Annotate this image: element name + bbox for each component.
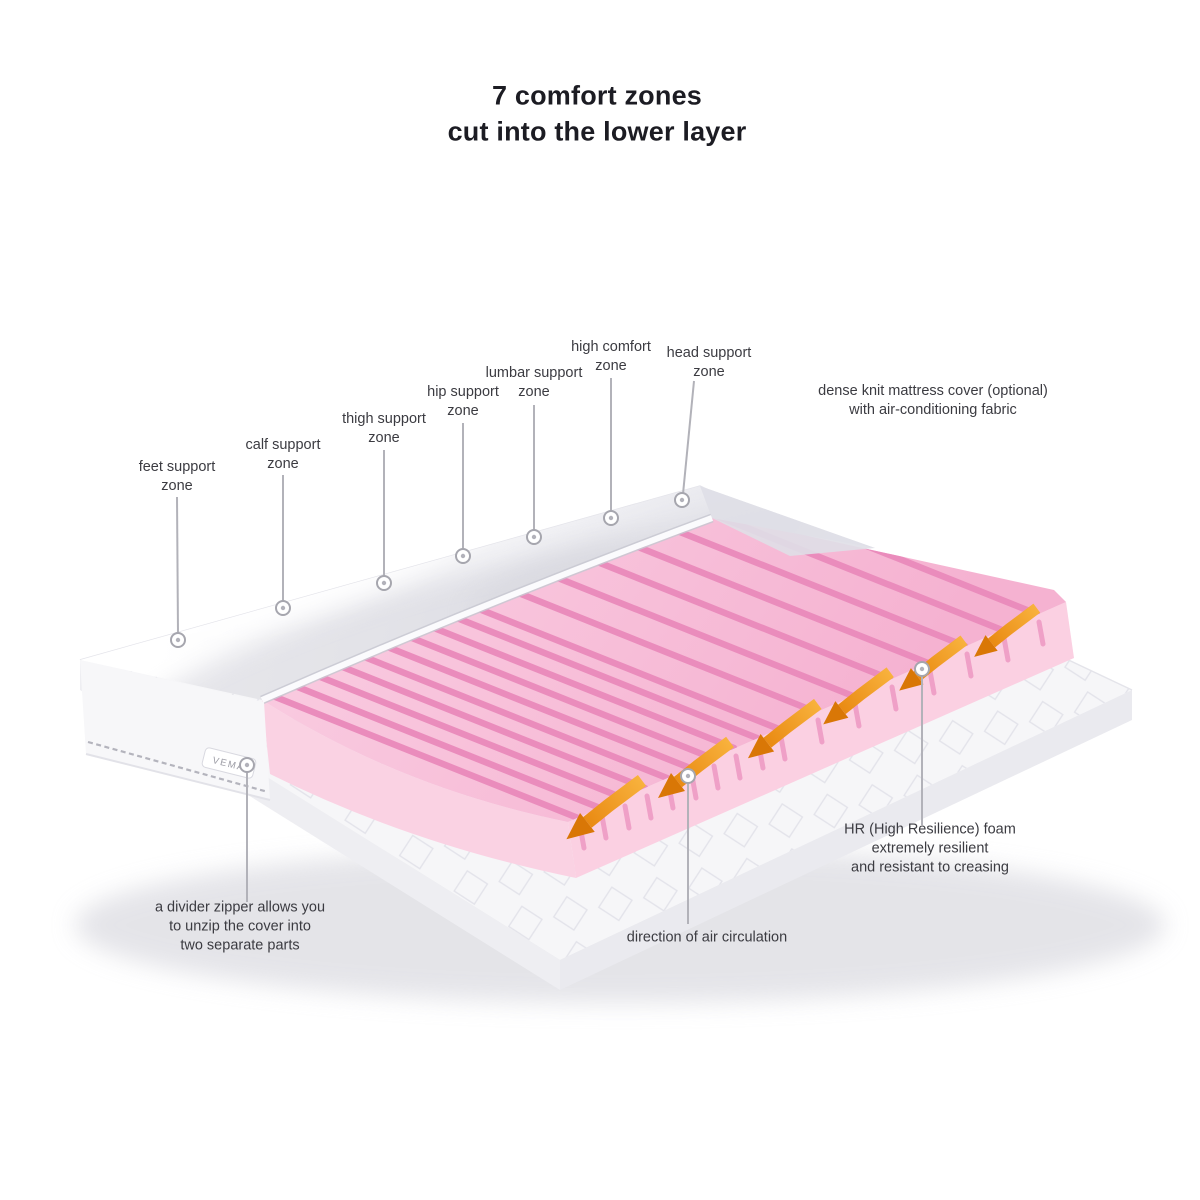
pins (170, 492, 930, 784)
cover-hem (260, 515, 714, 703)
pin-lumbar-zone (526, 529, 542, 545)
label-thigh-support-zone: thigh support zone (342, 410, 426, 446)
label-head-support-zone: head support zone (666, 344, 752, 380)
pin-air-circulation (680, 768, 696, 784)
label-mattress-cover: dense knit mattress cover (optional) wit… (818, 382, 1048, 418)
pin-zipper (239, 757, 255, 773)
zipper-line (87, 740, 269, 794)
base-front-face (560, 690, 1132, 990)
leader-line-head (682, 380, 695, 495)
leader-lines (176, 378, 923, 924)
pin-high-comfort-zone (603, 510, 619, 526)
label-lumbar-support-zone: lumbar support zone (485, 364, 583, 400)
label-divider-zipper: a divider zipper allows you to unzip the… (154, 899, 326, 954)
foam-top-surface (262, 514, 1066, 822)
leader-line-feet (176, 496, 179, 634)
pin-feet-zone (170, 632, 186, 648)
pin-hip-zone (455, 548, 471, 564)
label-hr-foam: HR (High Resilience) foam extremely resi… (844, 821, 1016, 876)
foam-front-face-left (262, 700, 576, 878)
pin-calf-zone (275, 600, 291, 616)
label-feet-support-zone: feet support zone (138, 458, 216, 494)
label-hip-support-zone: hip support zone (427, 383, 499, 419)
diagram-title: 7 comfort zones cut into the lower layer (447, 80, 747, 146)
pin-hr-foam (914, 661, 930, 677)
label-high-comfort-zone: high comfort zone (571, 338, 651, 374)
cover-drape-fold (700, 486, 875, 556)
label-calf-support-zone: calf support zone (245, 436, 321, 472)
pin-thigh-zone (376, 575, 392, 591)
label-air-circulation: direction of air circulation (626, 929, 788, 946)
pin-head-zone (674, 492, 690, 508)
